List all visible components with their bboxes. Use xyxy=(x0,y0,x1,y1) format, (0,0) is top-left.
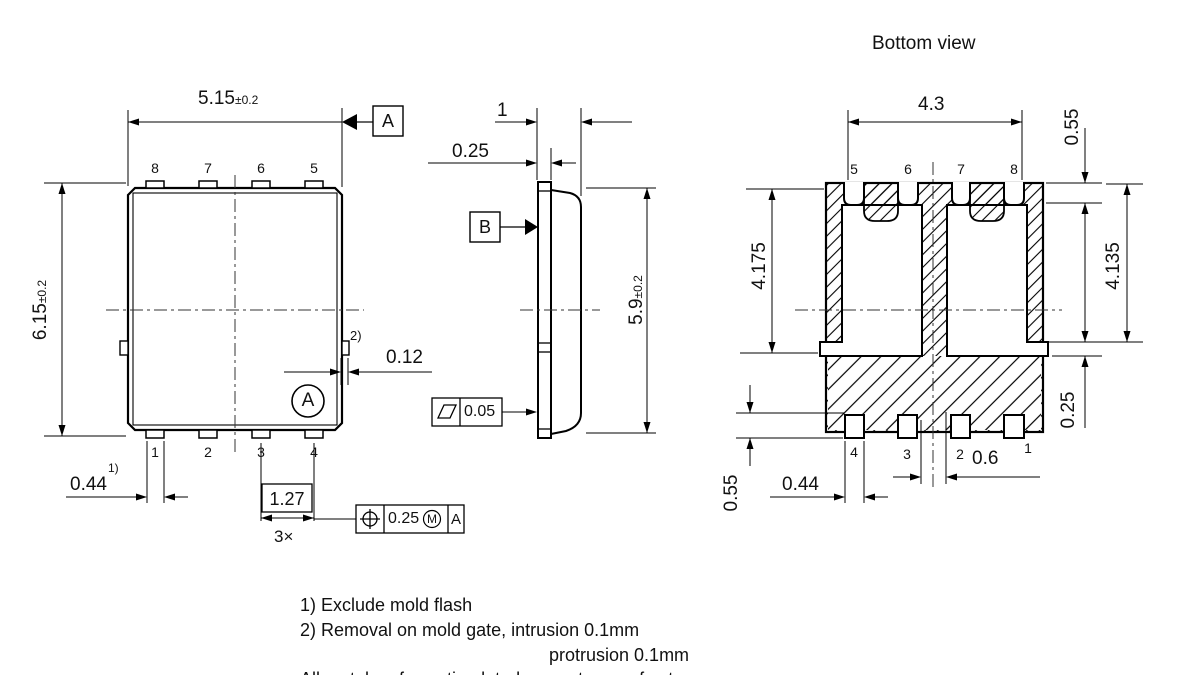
fcf-value: 0.25 xyxy=(388,510,420,527)
fcf-modifier: M xyxy=(427,512,437,526)
pad-length-right-dim: 4.135 xyxy=(1103,242,1124,290)
fcf-datum: A xyxy=(450,511,461,528)
pin-label-2: 2 xyxy=(204,444,212,460)
flatness-icon xyxy=(436,404,458,419)
bv-pin-label-1: 1 xyxy=(1024,440,1032,456)
marker-a-circle-icon xyxy=(291,384,325,418)
bottom-view-linework xyxy=(736,110,1143,503)
pin-label-5: 5 xyxy=(310,160,318,176)
pin-label-1: 1 xyxy=(151,444,159,460)
pin-label-3: 3 xyxy=(257,444,265,460)
bv-pin-label-2: 2 xyxy=(956,446,964,462)
flatness-value: 0.05 xyxy=(464,403,496,420)
pad-span-dim: 4.3 xyxy=(918,94,945,115)
mmc-modifier-circle-icon xyxy=(422,509,442,529)
pitch-dim: 1.27 xyxy=(269,489,305,509)
side-height-dim: 5.9±0.2 xyxy=(626,275,647,325)
lead-width-dim: 0.44 xyxy=(70,474,107,495)
flatness-tolerance-frame xyxy=(431,397,537,427)
bv-pin-label-4: 4 xyxy=(850,444,858,460)
bv-pin-label-5: 5 xyxy=(850,161,858,177)
top-view-linework xyxy=(44,105,465,534)
side-view-linework xyxy=(428,108,656,439)
bottom-view-title: Bottom view xyxy=(872,33,976,54)
terminal-width-dim: 0.44 xyxy=(782,474,819,495)
position-tolerance-frame xyxy=(355,504,465,534)
top-view-width-dim: 5.15±0.2 xyxy=(198,88,259,109)
gate-offset-dim: 0.12 xyxy=(386,347,423,368)
bv-pin-label-3: 3 xyxy=(903,446,911,462)
pitch-count: 3× xyxy=(274,527,294,546)
bv-pin-label-6: 6 xyxy=(904,161,912,177)
pin-label-8: 8 xyxy=(151,160,159,176)
lead-width-note-ref: 1) xyxy=(108,461,119,475)
pin-label-7: 7 xyxy=(204,160,212,176)
pad-length-left-dim: 4.175 xyxy=(749,242,770,290)
bv-pin-label-7: 7 xyxy=(957,161,965,177)
side-thickness-dim: 1 xyxy=(497,100,508,121)
bv-pin-label-8: 8 xyxy=(1010,161,1018,177)
note-2-continued: protrusion 0.1mm xyxy=(549,645,690,665)
flange-height-dim: 0.25 xyxy=(1058,391,1079,429)
datum-b-label: B xyxy=(478,217,491,237)
note-1: 1) Exclude mold flash xyxy=(300,595,473,615)
note-2: 2) Removal on mold gate, intrusion 0.1mm xyxy=(300,620,640,640)
position-icon xyxy=(360,509,380,529)
pin-label-4: 4 xyxy=(310,444,318,460)
note-cropped: All metal surfaces tin plated, except ar… xyxy=(300,669,673,675)
side-lead-thickness-dim: 0.25 xyxy=(452,141,489,162)
marker-a-label: A xyxy=(301,390,315,411)
center-web-dim: 0.6 xyxy=(972,448,999,469)
top-view-height-dim: 6.15±0.2 xyxy=(30,279,51,341)
pin-label-6: 6 xyxy=(257,160,265,176)
gate-note-ref: 2) xyxy=(350,328,362,343)
datum-a-flag-icon xyxy=(342,105,404,137)
datum-a-label: A xyxy=(381,111,394,131)
notch-depth-dim: 0.55 xyxy=(1062,108,1083,146)
terminal-height-dim: 0.55 xyxy=(721,474,742,512)
datum-b-flag-icon xyxy=(469,211,538,243)
